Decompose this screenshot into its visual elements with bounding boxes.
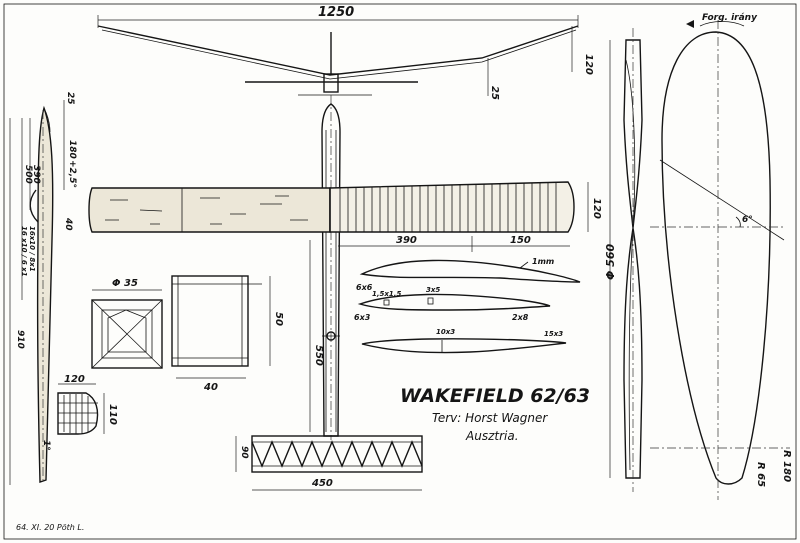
nose-angle-label: 1°	[41, 440, 51, 451]
airfoil-wing	[359, 259, 581, 283]
fuselage-front	[323, 73, 339, 93]
front-view: 1250 120 25	[97, 5, 594, 100]
plan-title: WAKEFIELD 62/63	[400, 385, 590, 407]
blade-outline	[661, 31, 771, 485]
stab-450-label: 450	[311, 478, 333, 489]
nose-width-label: 120	[64, 374, 85, 385]
blade-pitch-line	[659, 159, 785, 241]
nose-view: 120 110 1°	[41, 374, 118, 451]
tail-height-label: 25	[489, 86, 500, 100]
wing-saddle	[29, 189, 39, 223]
tail-25-label: 25	[65, 92, 75, 105]
spar-label-2: 16 x10 / 6 x1	[20, 226, 28, 277]
blade-angle-label: 6°	[742, 215, 753, 225]
wing-150-label: 150	[510, 235, 531, 246]
wing-top: 120 390 150	[88, 181, 602, 252]
propeller-side: Φ 560	[604, 28, 643, 492]
wing-rib-lines	[339, 182, 557, 232]
fuselage-550-label: 550	[313, 345, 324, 366]
side-view: 910 500 390 16x10 / 8x1 16 x10 / 6 x1 18…	[9, 92, 77, 485]
stab-outline	[251, 435, 423, 473]
rib-1mm-label: 1mm	[532, 257, 554, 266]
cross-sections: Φ 35 50 40	[91, 275, 284, 393]
signature-label: 64. XI. 20 Pöth L.	[16, 523, 84, 532]
nose-block-outline	[57, 392, 99, 435]
airfoil-wing-2	[357, 293, 551, 311]
prop-diam-label: Φ 560	[604, 244, 617, 280]
rib-10x3-label: 10x3	[436, 328, 455, 336]
rib-2x8-label: 2x8	[512, 313, 529, 322]
prop-side-outline	[623, 39, 643, 479]
section-diam-label: Φ 35	[112, 278, 138, 289]
section-width-label: 40	[203, 382, 218, 393]
wing-front-outline	[97, 25, 579, 76]
stabilizer-top: 90 450	[235, 435, 423, 491]
airfoil-stab	[361, 338, 567, 354]
wing-front-lower	[101, 29, 577, 80]
section-side	[171, 275, 249, 367]
rib-15x15-label: 1,5x1,5	[372, 290, 401, 298]
rib-6x3-label: 6x3	[354, 313, 371, 322]
propeller-blade: 6° R 180 R 65 Forg. irány	[650, 13, 792, 500]
section-outer	[91, 299, 163, 369]
nose-height-label: 110	[107, 404, 118, 425]
fuselage-length-label: 910	[15, 330, 25, 349]
wing-390-label: 390	[396, 235, 417, 246]
rib-3x5-label: 3x5	[426, 286, 440, 294]
wood-grain	[105, 195, 308, 225]
rib-15x3-label: 15x3	[544, 330, 563, 338]
fuselage-40-label: 40	[63, 217, 73, 231]
title-block: WAKEFIELD 62/63 Terv: Horst Wagner Auszt…	[16, 385, 590, 532]
country-label: Ausztria.	[465, 429, 519, 443]
dihedral-label: 120	[583, 54, 594, 75]
top-view: 550	[309, 95, 341, 440]
airfoil-sections: 1mm 6x6 1,5x1,5 3x5 6x3 2x8 10x3 15x3	[354, 257, 581, 354]
wing-chord-label: 120	[591, 198, 602, 219]
stab-warren-ribs	[251, 440, 423, 468]
span-label: 1250	[318, 5, 354, 20]
designer-label: Terv: Horst Wagner	[432, 411, 548, 425]
radius-180-label: R 180	[781, 450, 792, 482]
section-height-label: 50	[273, 312, 284, 326]
spar-label-1: 16x10 / 8x1	[28, 226, 36, 272]
sheet-border	[3, 3, 797, 540]
incidence-label: +2,5°	[67, 160, 77, 188]
fuselage-180-label: 180	[67, 140, 77, 159]
rotation-note: Forg. irány	[702, 13, 758, 23]
rib-6x6-label: 6x6	[356, 283, 373, 292]
wing-left-panel	[88, 187, 331, 233]
fuselage-side	[36, 105, 54, 483]
radius-65-label: R 65	[755, 462, 766, 487]
fuselage-390-label: 390	[31, 165, 41, 184]
fuselage-500-label: 500	[23, 165, 33, 184]
stab-90-label: 90	[239, 446, 249, 459]
